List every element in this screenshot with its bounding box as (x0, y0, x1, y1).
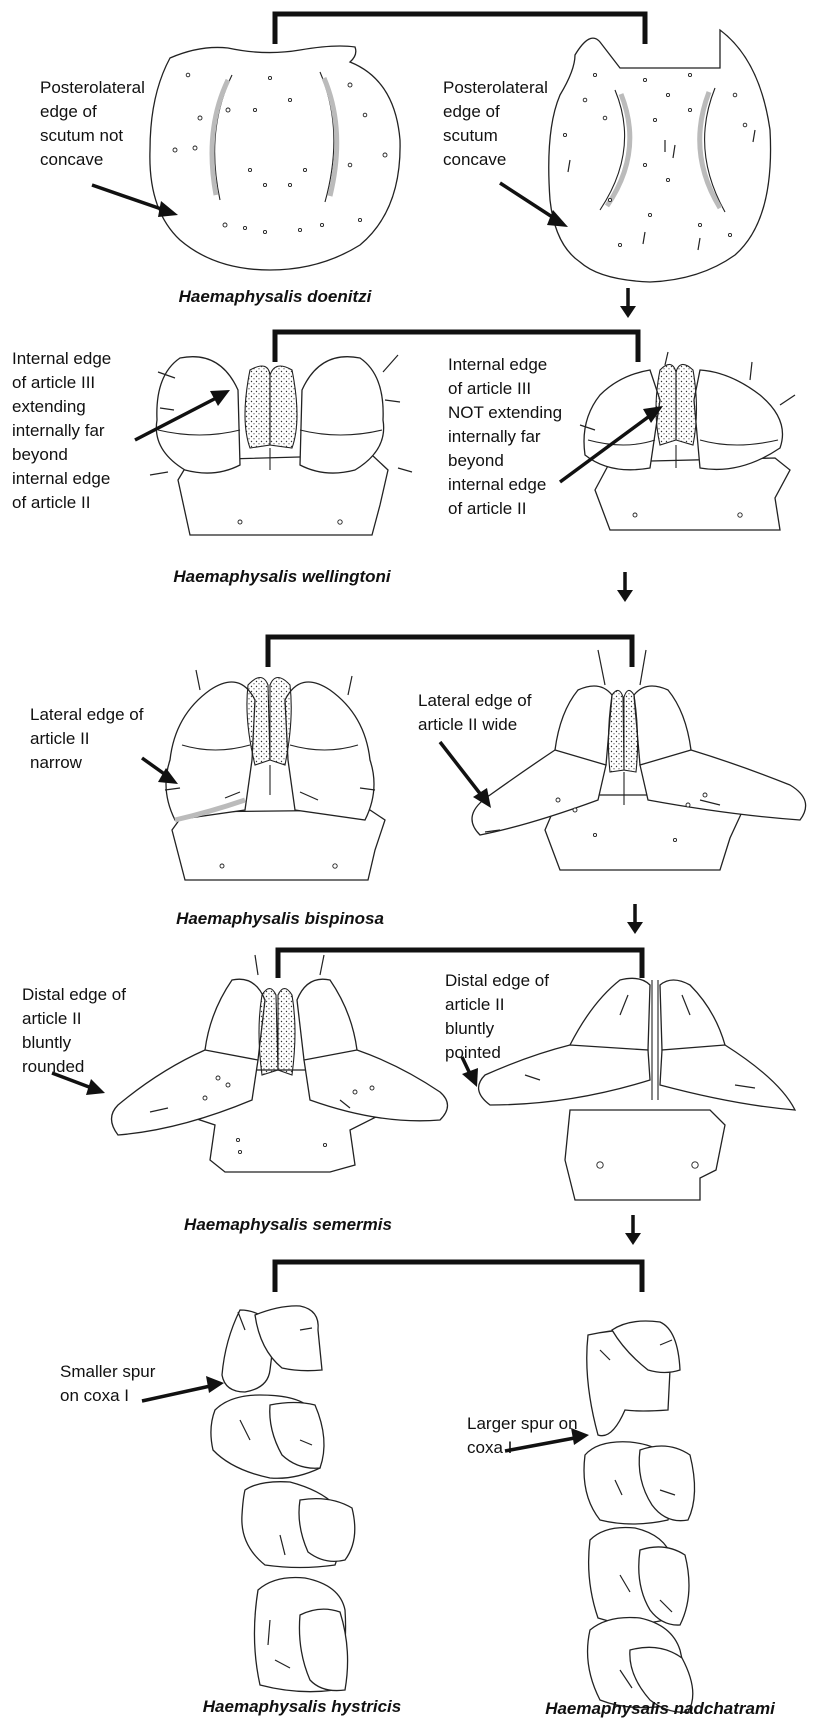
couplet-5-right-label: Larger spur on coxa I (467, 1414, 582, 1457)
down-arrow-icon (617, 572, 633, 602)
species-name: Haemaphysalis doenitzi (179, 287, 373, 306)
coxae-nadchatrami-drawing (584, 1321, 695, 1712)
species-name: Haemaphysalis wellingtoni (173, 567, 392, 586)
palps-bispinosa-drawing (165, 670, 385, 880)
couplet-3-right-label: Lateral edge of article II wide (418, 691, 536, 734)
couplet-4: Distal edge of article II bluntly rounde… (22, 950, 795, 1245)
couplet-1-right-label: Posterolateral edge of scutum concave (443, 78, 553, 169)
species-name: Haemaphysalis semermis (184, 1215, 392, 1234)
species-name: Haemaphysalis bispinosa (176, 909, 384, 928)
couplet-1-left-label: Posterolateral edge of scutum not concav… (40, 78, 150, 169)
down-arrow-icon (620, 288, 636, 318)
bracket-icon (268, 637, 632, 667)
bracket-icon (275, 1262, 642, 1292)
pointer-arrow-icon (440, 742, 491, 808)
scutum-right-drawing (549, 30, 771, 282)
couplet-3-left-label: Lateral edge of article II narrow (30, 705, 148, 772)
down-arrow-icon (627, 904, 643, 934)
down-arrow-icon (625, 1215, 641, 1245)
couplet-2: Internal edge of article III extending i… (12, 332, 795, 602)
palps-wellingtoni-drawing (150, 355, 412, 535)
couplet-2-left-label: Internal edge of article III extending i… (12, 349, 116, 512)
couplet-2-right-label: Internal edge of article III NOT extendi… (448, 355, 567, 518)
palps-right-drawing (580, 352, 795, 530)
couplet-4-left-label: Distal edge of article II bluntly rounde… (22, 985, 131, 1076)
couplet-4-right-label: Distal edge of article II bluntly pointe… (445, 971, 554, 1062)
palps-right-pointed-drawing (479, 978, 795, 1200)
species-name-right: Haemaphysalis nadchatrami (545, 1699, 776, 1718)
palps-semermis-drawing (112, 955, 448, 1172)
scutum-left-drawing (150, 46, 400, 270)
palps-right-wide-drawing (472, 650, 806, 870)
species-name-left: Haemaphysalis hystricis (203, 1697, 401, 1716)
couplet-1: Posterolateral edge of scutum not concav… (40, 14, 771, 318)
pointer-arrow-icon (52, 1073, 105, 1095)
couplet-5: Smaller spur on coxa I Larger spur on co… (60, 1262, 776, 1718)
coxae-hystricis-drawing (211, 1306, 355, 1692)
couplet-3: Lateral edge of article II narrow Latera… (30, 637, 806, 934)
